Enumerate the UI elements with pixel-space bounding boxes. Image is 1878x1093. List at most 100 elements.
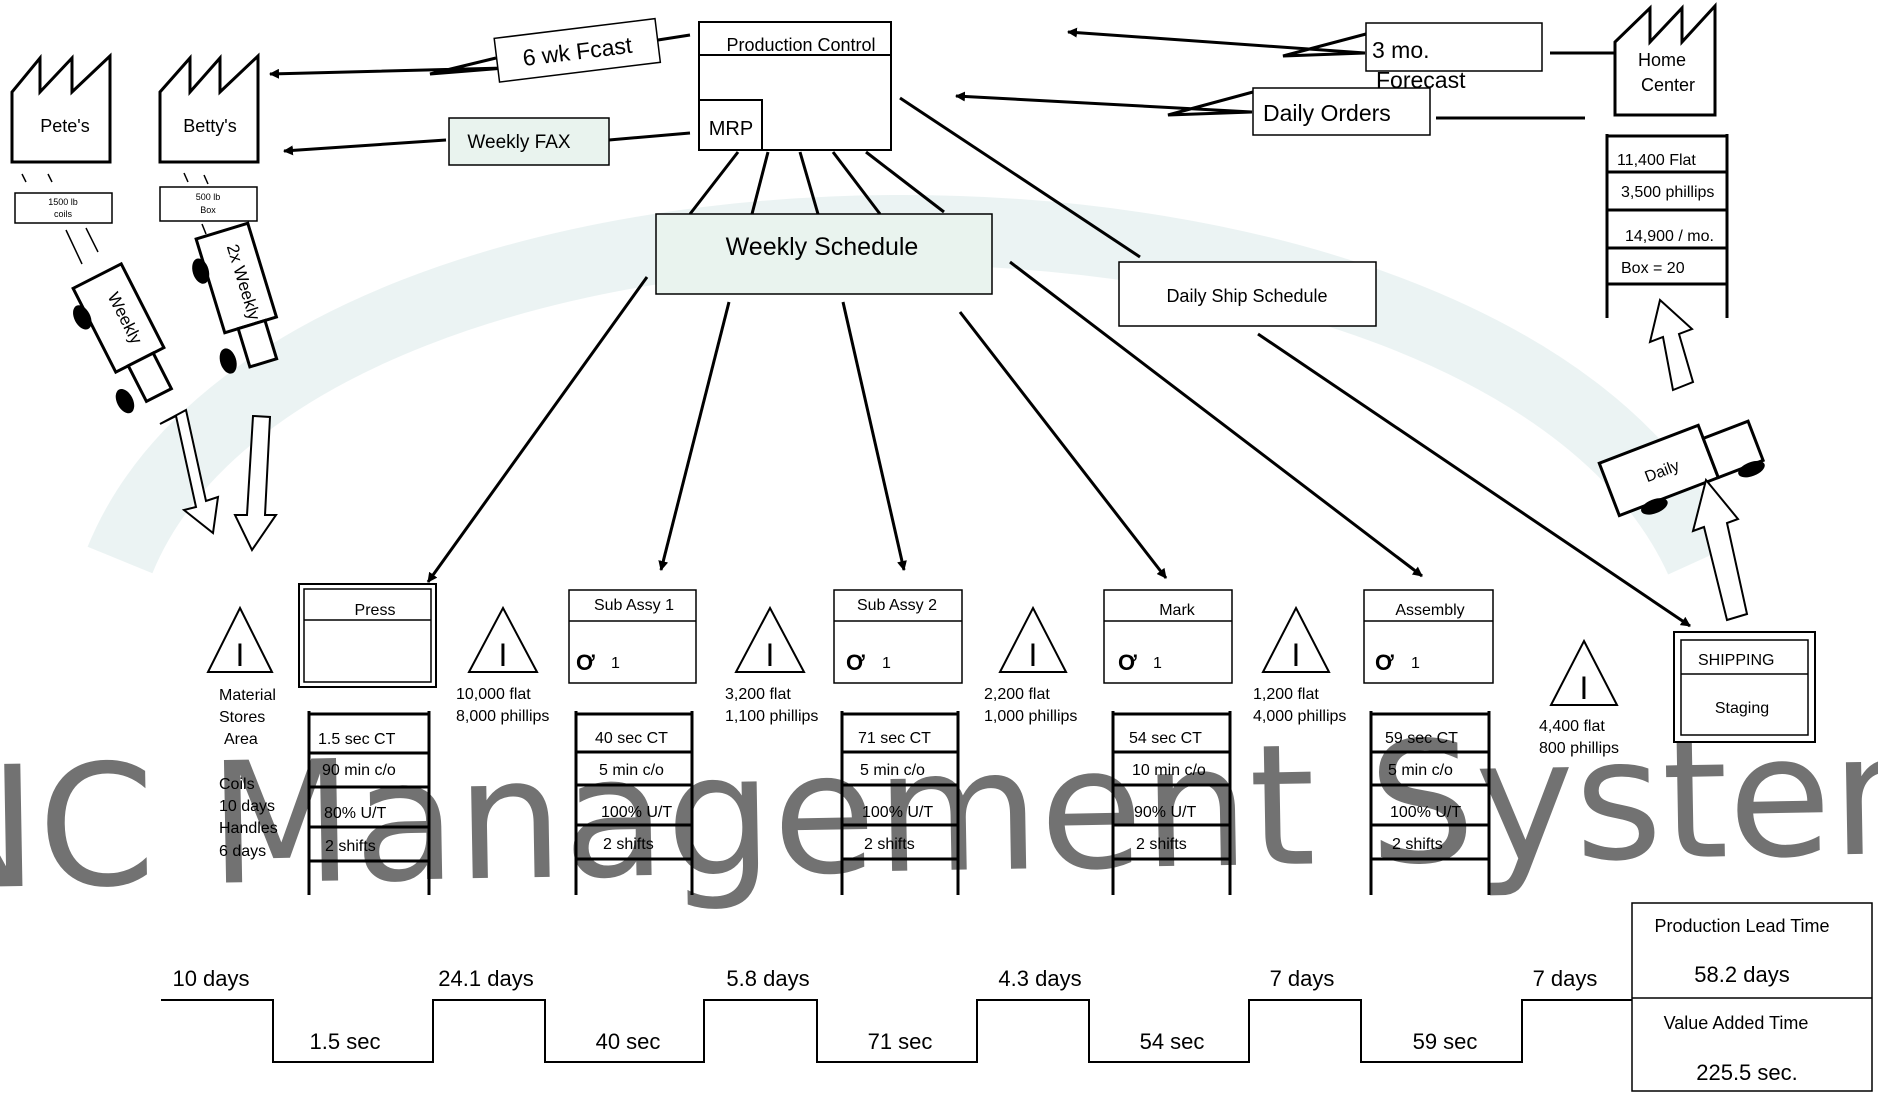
inventory-triangle: I — [998, 605, 1068, 673]
electronic-flow-3mo — [1067, 27, 1367, 58]
operator-count: 1 — [882, 655, 891, 672]
mrp-box — [698, 99, 763, 151]
svg-text:90% U/T: 90% U/T — [1134, 804, 1196, 821]
truck-customer: Daily — [1597, 419, 1766, 518]
svg-text:500 lb: 500 lb — [196, 192, 221, 202]
data-box-mark — [1111, 711, 1232, 895]
process-time: 54 sec — [1140, 1029, 1205, 1054]
manual-flow-fax — [283, 138, 447, 156]
svg-text:2 shifts: 2 shifts — [864, 836, 915, 853]
svg-text:6 days: 6 days — [219, 843, 266, 860]
push-arrow — [233, 414, 278, 552]
svg-text:2 shifts: 2 shifts — [603, 836, 654, 853]
svg-text:I: I — [236, 637, 245, 673]
operator-icon: Ơ — [1375, 650, 1394, 675]
svg-text:54 sec CT: 54 sec CT — [1129, 730, 1202, 747]
process-time: 71 sec — [868, 1029, 933, 1054]
svg-text:11,400 Flat: 11,400 Flat — [1617, 152, 1696, 169]
push-arrow — [159, 408, 220, 535]
inventory-count: 3,200 flat — [725, 686, 791, 703]
shipping-box: SHIPPING Staging — [1673, 631, 1816, 743]
supplier-name: Pete's — [40, 116, 89, 136]
inventory-count: 2,200 flat — [984, 686, 1050, 703]
operator-count: 1 — [1153, 655, 1162, 672]
svg-text:Material: Material — [219, 687, 276, 704]
operator-count: 1 — [1411, 655, 1420, 672]
weekly-schedule-box — [655, 213, 993, 295]
svg-text:80% U/T: 80% U/T — [324, 805, 386, 822]
process-name: Sub Assy 2 — [857, 597, 937, 614]
inventory-count: 800 phillips — [1539, 740, 1619, 757]
lead-time-value: 58.2 days — [1694, 962, 1789, 987]
svg-text:I: I — [499, 637, 508, 673]
inventory-count: 10,000 flat — [456, 686, 531, 703]
shipment-arrow — [1691, 477, 1749, 622]
inventory-count: 4,000 phillips — [1253, 708, 1346, 725]
svg-text:I: I — [1292, 637, 1301, 673]
factory-icon — [158, 52, 260, 164]
factory-icon — [10, 52, 112, 164]
schedule-links — [688, 150, 945, 215]
lead-time: 24.1 days — [438, 966, 533, 991]
svg-text:10 days: 10 days — [219, 798, 275, 815]
svg-text:5 min c/o: 5 min c/o — [599, 762, 664, 779]
svg-text:coils: coils — [54, 209, 73, 219]
six-wk-fcast-box: 6 wk Fcast — [493, 17, 662, 83]
watermark-text: ANC Management Systems — [0, 694, 1878, 930]
process-time: 40 sec — [596, 1029, 661, 1054]
inventory-count: 1,100 phillips — [725, 708, 818, 725]
svg-text:2 shifts: 2 shifts — [1392, 836, 1443, 853]
svg-text:Stores: Stores — [219, 709, 265, 726]
three-mo-forecast-box — [1365, 22, 1543, 72]
inventory-count: 1,200 flat — [1253, 686, 1319, 703]
svg-text:40 sec CT: 40 sec CT — [595, 730, 668, 747]
svg-text:59 sec CT: 59 sec CT — [1385, 730, 1458, 747]
svg-text:2 shifts: 2 shifts — [1136, 836, 1187, 853]
schedule-arrows — [426, 260, 1691, 628]
process-sub-assy-2: Sub Assy 2 Ơ 1 — [833, 589, 963, 684]
process-name: Press — [355, 602, 396, 619]
svg-text:2 shifts: 2 shifts — [325, 838, 376, 855]
inventory-count: 4,400 flat — [1539, 718, 1605, 735]
svg-text:10 min c/o: 10 min c/o — [1132, 762, 1206, 779]
timeline-ladder — [161, 999, 1632, 1063]
svg-text:Staging: Staging — [1715, 700, 1769, 717]
electronic-flow-6wk — [269, 56, 506, 79]
svg-text:100% U/T: 100% U/T — [601, 804, 672, 821]
process-time: 1.5 sec — [310, 1029, 381, 1054]
production-control-label: Production Control — [726, 35, 875, 55]
electronic-flow-daily — [955, 90, 1254, 117]
svg-text:Handles: Handles — [219, 820, 278, 837]
process-mark: Mark Ơ 1 — [1103, 589, 1233, 684]
svg-text:1500 lb: 1500 lb — [48, 197, 78, 207]
supplier-bettys: Betty's — [158, 52, 260, 164]
svg-text:Daily Orders: Daily Orders — [1263, 100, 1391, 126]
inventory-triangle: I — [1261, 605, 1331, 673]
svg-text:MRP: MRP — [709, 118, 753, 140]
operator-count: 1 — [611, 655, 620, 672]
svg-text:I: I — [1029, 637, 1038, 673]
delivery-tag-petes: 1500 lb coils — [14, 173, 113, 265]
process-name: Sub Assy 1 — [594, 597, 674, 614]
svg-text:I: I — [766, 637, 775, 673]
lead-time: 7 days — [1270, 966, 1335, 991]
svg-text:Weekly FAX: Weekly FAX — [467, 132, 570, 153]
process-sub-assy-1: Sub Assy 1 Ơ 1 — [568, 589, 697, 684]
daily-orders-box — [1252, 87, 1431, 136]
svg-text:1.5 sec CT: 1.5 sec CT — [318, 731, 396, 748]
inventory-count: 8,000 phillips — [456, 708, 549, 725]
svg-text:Box: Box — [200, 205, 216, 215]
svg-text:Daily Ship Schedule: Daily Ship Schedule — [1166, 286, 1327, 306]
data-box-sub-assy-1 — [574, 711, 694, 895]
process-time: 59 sec — [1413, 1029, 1478, 1054]
process-press: Press — [298, 583, 437, 688]
production-control: Production Control MRP — [698, 21, 892, 151]
lead-time: 10 days — [172, 966, 249, 991]
svg-text:14,900 / mo.: 14,900 / mo. — [1625, 228, 1714, 245]
supplier-petes: Pete's — [10, 52, 112, 164]
customer-data-box — [1605, 134, 1729, 318]
operator-icon: Ơ — [1118, 650, 1137, 675]
customer-home-center: Home Center — [1613, 2, 1717, 117]
inventory-triangle: I — [1549, 638, 1619, 706]
